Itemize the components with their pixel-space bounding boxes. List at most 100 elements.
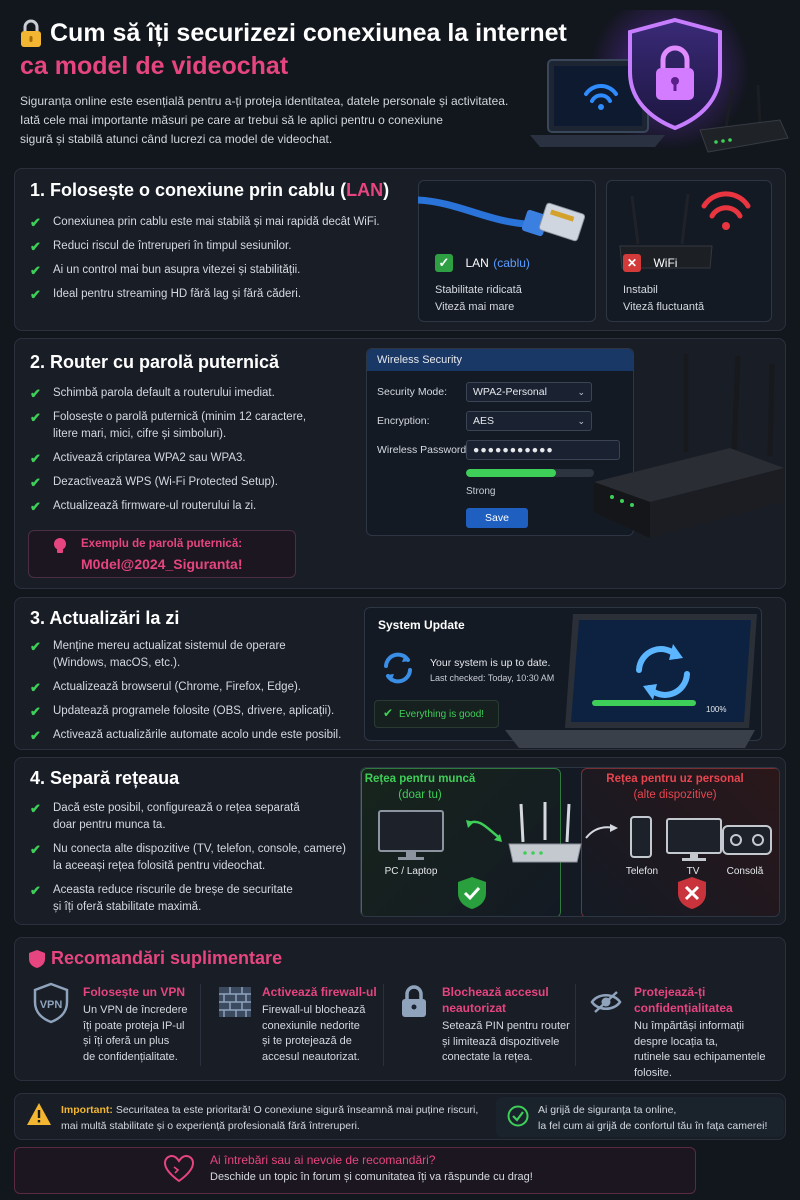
list-item-text: Ai un control mai bun asupra vitezei și … [53, 264, 301, 276]
rec-firewall-text: Firewall-ul blochează conexiunile nedori… [262, 1003, 365, 1065]
password-example-value: M0del@2024_Siguranta! [81, 556, 243, 572]
divider [575, 984, 576, 1066]
wifi-router-icon [612, 186, 768, 274]
check-icon: ✔ [30, 842, 41, 857]
rec-block-text: Setează PIN pentru router și limitează d… [442, 1019, 570, 1066]
check-icon: ✔ [30, 239, 41, 254]
lightbulb-icon [53, 537, 67, 560]
rec-line: conexiunile nedorite [262, 1019, 360, 1032]
list-item: ✔ Ai un control mai bun asupra vitezei și… [30, 262, 400, 279]
update-last-checked: Last checked: Today, 10:30 AM [430, 673, 555, 683]
intro-line-2: Iată cele mai importante măsuri pe care … [20, 113, 443, 127]
section-recommendations [14, 937, 786, 1081]
check-icon: ✔ [30, 680, 41, 695]
wireless-password-label: Wireless Password: [377, 444, 470, 456]
security-mode-value: WPA2-Personal [473, 386, 547, 398]
rec-privacy-title-line-2: confidențialitatea [634, 1001, 733, 1015]
save-button[interactable]: Save [466, 508, 528, 528]
password-strength-bar [466, 469, 594, 477]
password-example-box: Exemplu de parolă puternică: M0del@2024_… [28, 530, 296, 578]
wifi-label: WiFi [653, 256, 678, 270]
important-text: Important: Securitatea ta este prioritar… [61, 1102, 491, 1134]
shield-icon [28, 949, 46, 974]
list-item-text: Actualizează browserul (Chrome, Firefox,… [53, 681, 301, 693]
intro-line-3: sigură și stabilă atunci când lucrezi ca… [20, 132, 333, 146]
list-item-text: Schimbă parola default a routerului imed… [53, 387, 275, 399]
list-item-text: Dacă este posibil, configurează o rețea … [53, 802, 300, 814]
work-network-sub: (doar tu) [398, 789, 442, 801]
list-item-text: Menține mereu actualizat sistemul de ope… [53, 640, 286, 652]
rec-line: îți poate proteja IP-ul [83, 1019, 185, 1032]
list-item-text: Conexiunea prin cablu este mai stabilă ș… [53, 216, 380, 228]
important-text-2: mai multă stabilitate și o experiență pr… [61, 1120, 360, 1132]
warning-icon [26, 1102, 52, 1131]
bidirectional-arrow-icon [464, 818, 504, 849]
personal-network-title: Rețea pentru uz personal [606, 773, 744, 785]
check-icon: ✔ [30, 263, 41, 278]
update-progress-label: 100% [706, 705, 727, 714]
list-item: ✔Updatează programele folosite (OBS, dri… [30, 703, 370, 720]
lock-emoji-icon [18, 18, 44, 53]
monitor-icon [378, 810, 444, 867]
heart-icon [163, 1154, 195, 1188]
wireless-password-input[interactable]: ●●●●●●●●●●● [466, 440, 620, 460]
list-item: ✔Aceasta reduce riscurile de breșe de se… [30, 882, 360, 916]
everything-good-text: Everything is good! [399, 709, 485, 720]
list-item: ✔Dezactivează WPS (Wi-Fi Protected Setup… [30, 474, 360, 491]
care-text-2: la fel cum ai grijă de confortul tău în … [538, 1120, 768, 1132]
rec-line: Firewall-ul blochează [262, 1004, 366, 1016]
rec-line: Un VPN de încredere [83, 1004, 188, 1016]
router-tips-list: ✔ Schimbă parola default a routerului ime… [30, 385, 360, 522]
encryption-value: AES [473, 415, 495, 427]
section-lan-title-suffix: ) [383, 180, 390, 200]
list-item-text-cont: la aceeași rețea folosită pentru videoch… [53, 860, 266, 872]
list-item: ✔Nu conecta alte dispozitive (TV, telefo… [30, 841, 360, 875]
list-item-text: Actualizează firmware-ul routerului la z… [53, 500, 257, 512]
encryption-select[interactable]: AES⌄ [466, 411, 592, 431]
section-updates-title: 3. Actualizări la zi [30, 608, 180, 628]
security-illustration [520, 0, 795, 160]
important-label: Important: [61, 1104, 113, 1116]
work-network-title: Rețea pentru muncă [364, 773, 476, 785]
list-item: ✔Reduci riscul de întreruperi în timpul … [30, 238, 400, 255]
care-text-1: Ai grijă de siguranța ta online, [538, 1104, 677, 1116]
check-icon: ✔ [30, 883, 41, 898]
network-diagram [360, 767, 780, 917]
rec-line: și te protejează de [262, 1035, 352, 1047]
care-box [496, 1097, 784, 1137]
rec-block-title-line-1: Blochează accesul [442, 985, 549, 999]
list-item: ✔Activează criptarea WPA2 sau WPA3. [30, 450, 360, 467]
updates-list: ✔ Menține mereu actualizat sistemul de op… [30, 638, 370, 751]
important-text-1: Securitatea ta este prioritară! O conexi… [115, 1104, 479, 1116]
list-item-text: Dezactivează WPS (Wi-Fi Protected Setup)… [53, 476, 278, 488]
lan-row: ✓ LAN (cablu) [435, 254, 530, 272]
rec-vpn-title: Folosește un VPN [83, 985, 186, 999]
divider [200, 984, 201, 1066]
list-item-text: Folosește o parolă puternică (minim 12 c… [53, 411, 307, 423]
divider [383, 984, 384, 1066]
rec-line: conectate la rețea. [442, 1051, 533, 1063]
everything-good-box: ✔ Everything is good! [374, 700, 499, 728]
rec-firewall-title: Activează firewall-ul [262, 985, 377, 999]
security-mode-label: Security Mode: [377, 386, 448, 398]
care-text: Ai grijă de siguranța ta online, la fel … [538, 1102, 767, 1134]
section-network-title: 4. Separă rețeaua [30, 768, 180, 788]
list-item: ✔Menține mereu actualizat sistemul de op… [30, 638, 370, 672]
page-title: Cum să îți securizezi conexiunea la inte… [50, 19, 567, 47]
check-icon: ✔ [30, 801, 41, 816]
list-item: ✔ Dacă este posibil, configurează o rețea… [30, 800, 360, 834]
list-item-text-cont: și îți oferă stabilitate maximă. [53, 901, 202, 913]
phone-label: Telefon [625, 866, 659, 877]
security-mode-select[interactable]: WPA2-Personal⌄ [466, 382, 592, 402]
intro-text: Siguranța online este esențială pentru a… [20, 92, 540, 149]
section-router-title: 2. Router cu parolă puternică [30, 352, 280, 372]
check-icon: ✔ [30, 499, 41, 514]
svg-text:VPN: VPN [40, 999, 63, 1011]
forum-cta[interactable] [14, 1147, 696, 1194]
ethernet-cable-icon [414, 182, 596, 252]
rec-line: accesul neautorizat. [262, 1050, 360, 1063]
lan-desc: Stabilitate ridicată Viteză mai mare [435, 282, 522, 316]
list-item-text: Activează criptarea WPA2 sau WPA3. [53, 452, 246, 464]
list-item-text: Ideal pentru streaming HD fără lag și fă… [53, 288, 302, 300]
vpn-shield-icon: VPN [32, 982, 70, 1029]
